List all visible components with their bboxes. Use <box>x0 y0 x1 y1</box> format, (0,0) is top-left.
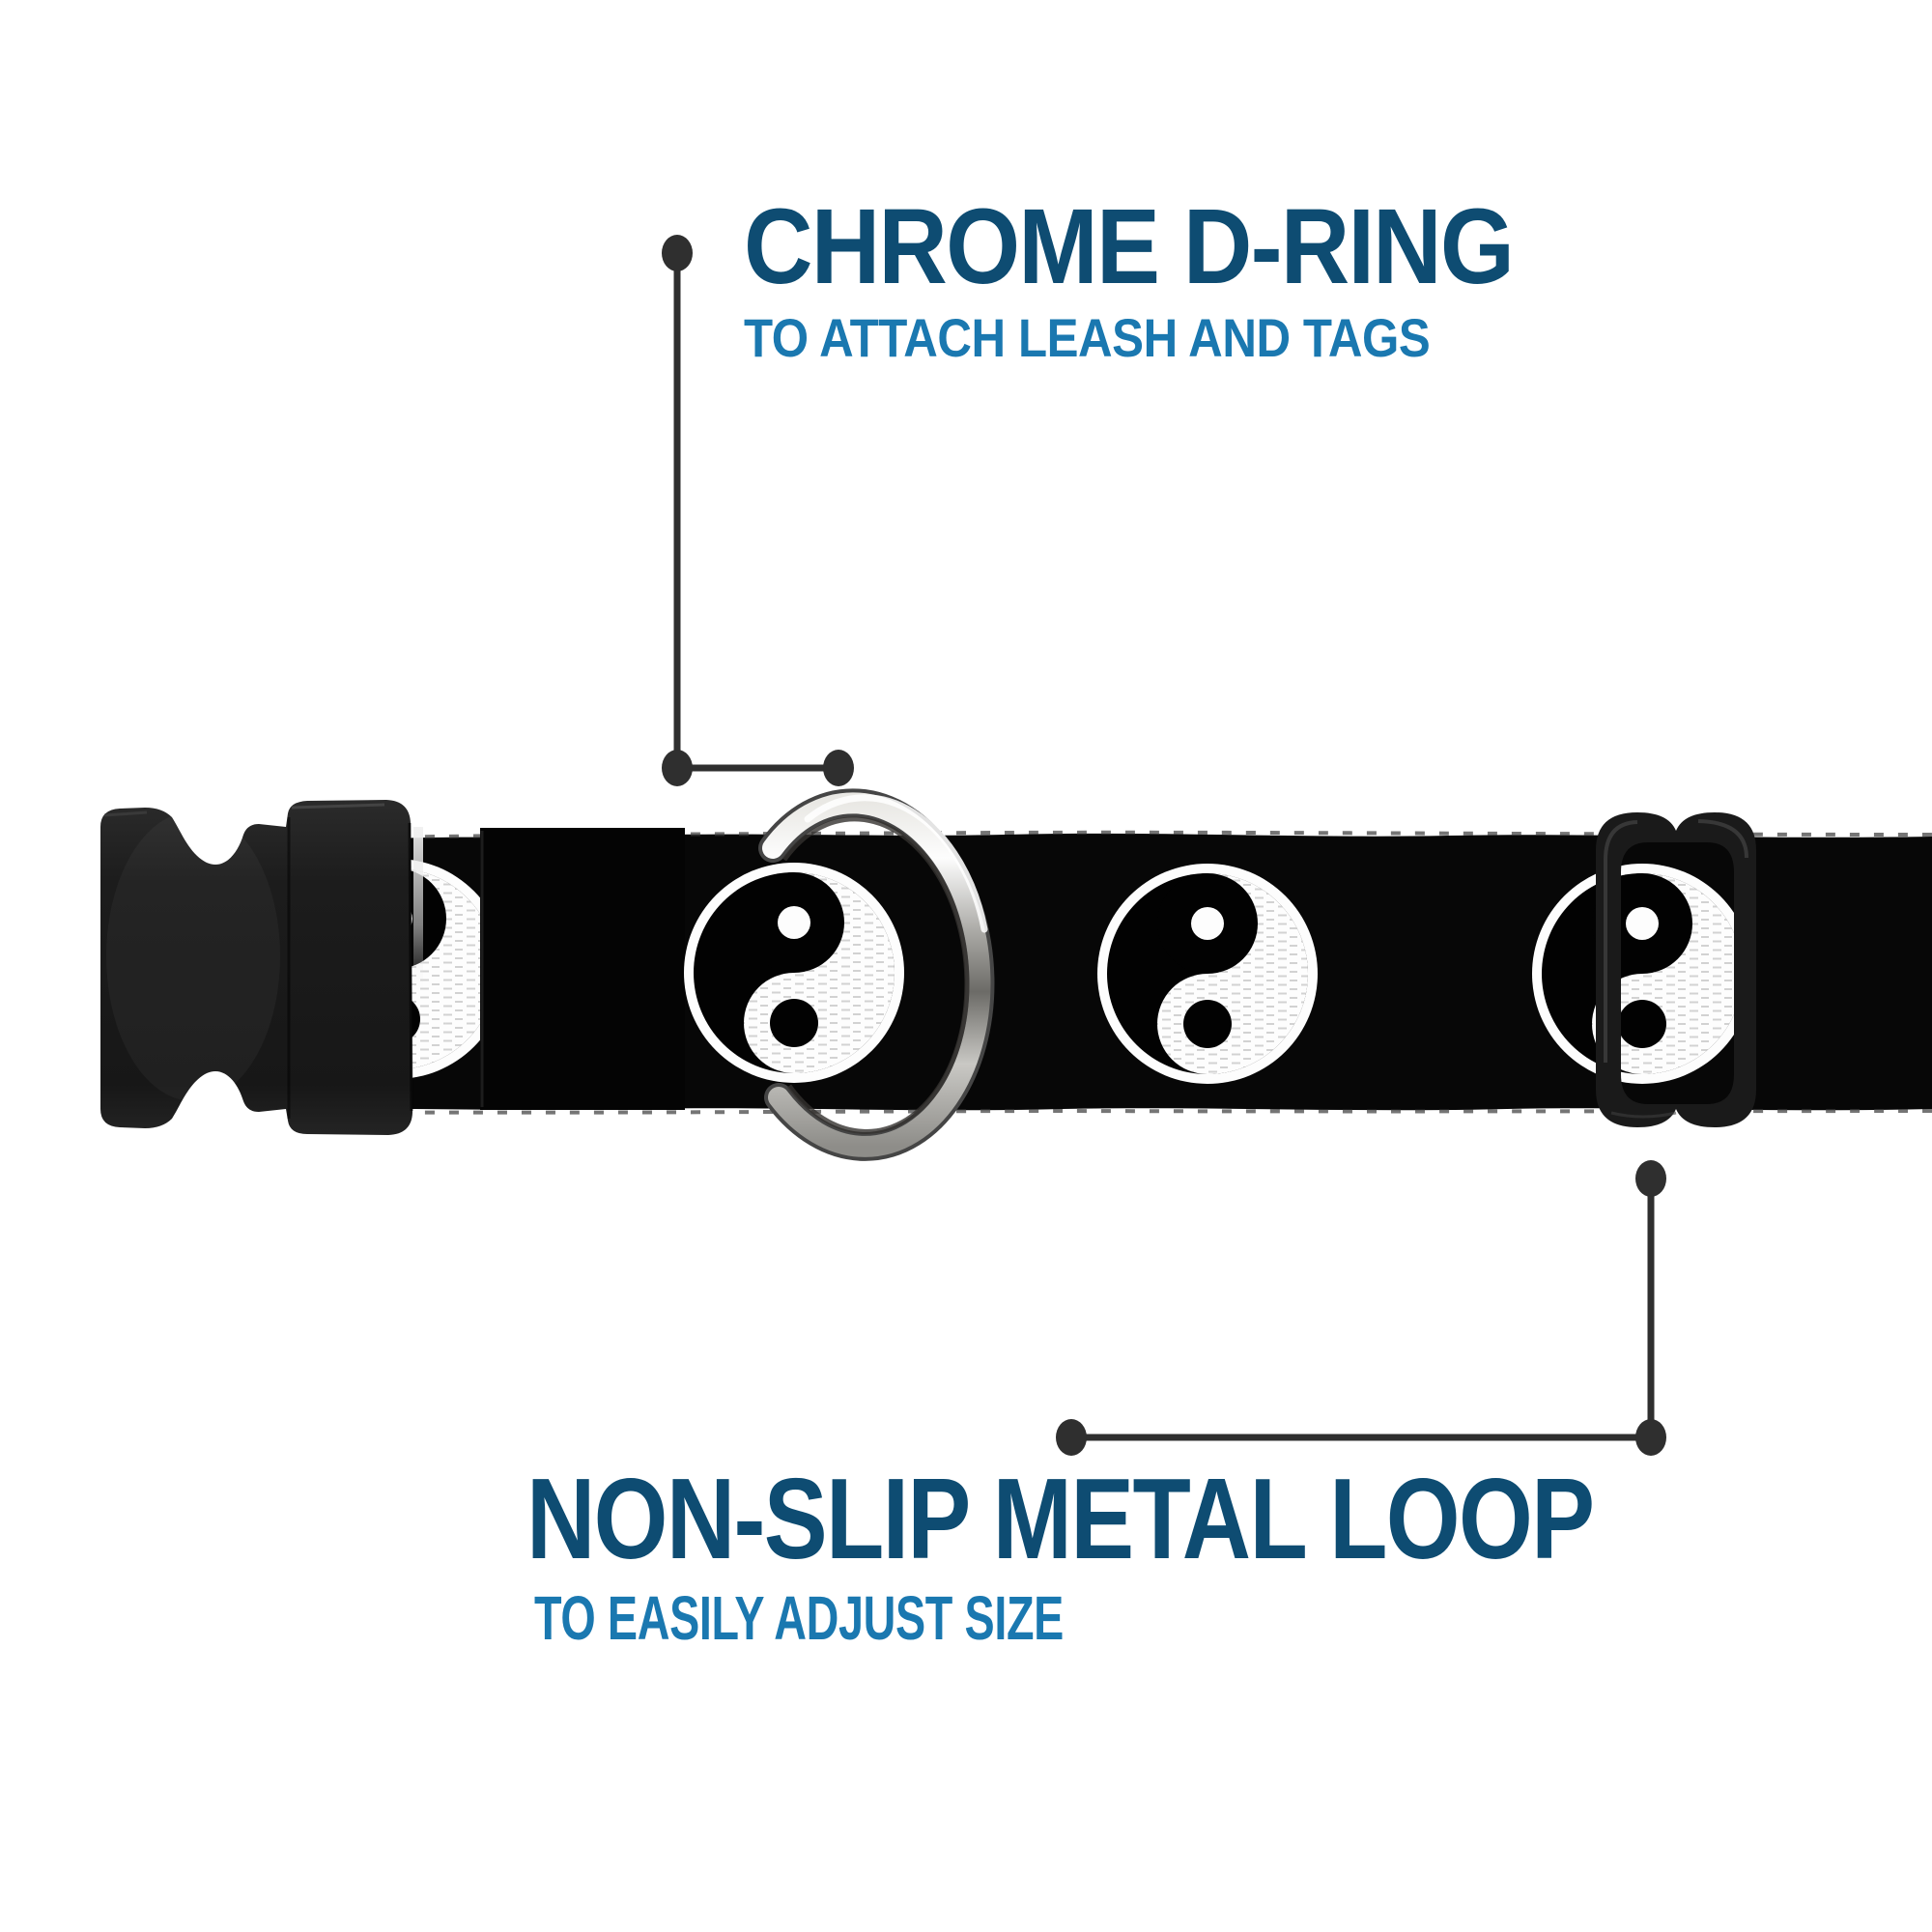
callout-top-subtitle: TO ATTACH LEASH AND TAGS <box>744 307 1431 368</box>
chrome-d-ring <box>758 788 995 1161</box>
callout-bottom-title: NON-SLIP METAL LOOP <box>526 1455 1595 1583</box>
yin-yang-icon <box>1532 864 1752 1084</box>
webbing-fold <box>480 828 685 1110</box>
metal-loop-slider <box>1596 812 1756 1127</box>
side-release-buckle <box>100 800 413 1135</box>
callout-top-title: CHROME D-RING <box>744 187 1515 306</box>
callout-bottom-subtitle: TO EASILY ADJUST SIZE <box>534 1583 1064 1653</box>
callout-line-top <box>662 235 854 786</box>
buckle-edge-highlight <box>413 827 423 991</box>
yin-yang-icon <box>1097 864 1318 1084</box>
yin-yang-icon <box>684 863 904 1083</box>
callout-line-bottom <box>1056 1160 1666 1456</box>
